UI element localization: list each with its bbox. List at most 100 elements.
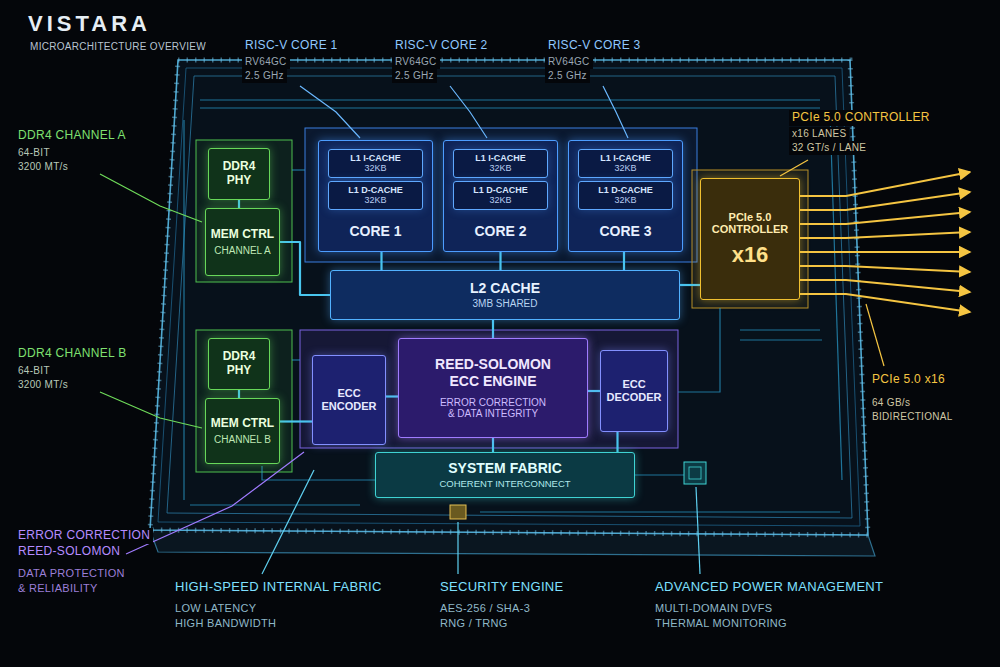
leader-line (262, 470, 314, 574)
block-detail: 32KB (364, 163, 386, 173)
bus-connector (492, 438, 494, 452)
die-outline (150, 60, 868, 535)
callout-title: RISC-V CORE 3 (545, 38, 644, 54)
security-chip (450, 505, 466, 519)
block-detail: 32KB (489, 163, 511, 173)
leader-line (866, 304, 884, 366)
callout-detail: RNG / TRNG (437, 616, 511, 631)
pcie-lane (800, 192, 970, 210)
l1-cache: L1 I-CACHE32KB (453, 149, 548, 178)
callout-detail: x16 LANES (789, 127, 849, 141)
callout-title: DDR4 CHANNEL A (15, 128, 129, 144)
callout-detail: 64-BIT (15, 364, 53, 378)
bus-connector (238, 390, 240, 398)
pcie-lane (800, 212, 970, 224)
trace (292, 169, 305, 170)
leader-line (457, 522, 458, 574)
callout-detail: 64-BIT (15, 146, 53, 160)
pcie-lane (800, 294, 970, 312)
callout-detail: 2.5 GHz (392, 69, 437, 83)
memory-controller: MEM CTRLCHANNEL B (205, 398, 280, 464)
block-detail: 32KB (489, 195, 511, 205)
block-detail: 32KB (364, 195, 386, 205)
callout-detail: 32 GT/s / LANE (789, 141, 869, 155)
trace (678, 308, 720, 392)
block-title: L1 D-CACHE (473, 185, 528, 195)
block-title: L1 D-CACHE (598, 185, 653, 195)
ddr-region (196, 140, 292, 282)
block-title: CORE 1 (349, 223, 401, 239)
l1-cache: L1 D-CACHE32KB (578, 181, 673, 210)
callout-detail: RV64GC (242, 55, 290, 69)
l1-cache: L1 I-CACHE32KB (328, 149, 423, 178)
callout-title: DDR4 CHANNEL B (15, 346, 129, 362)
callout-title: SECURITY ENGINE (437, 579, 566, 596)
leader-line (603, 86, 628, 138)
bus-connector (386, 395, 398, 397)
ecc-region (300, 330, 678, 448)
block-detail: 32KB (614, 163, 636, 173)
leader-line (450, 86, 487, 138)
callout-title: REED-SOLOMON (15, 544, 123, 560)
leader-line (100, 392, 202, 428)
block-title: L1 I-CACHE (600, 153, 651, 163)
trace (200, 99, 820, 100)
callout-detail: RV64GC (392, 55, 440, 69)
bus-connector (616, 432, 618, 452)
phy-block: DDR4 PHY (208, 338, 270, 390)
l1-cache: L1 D-CACHE32KB (328, 181, 423, 210)
callout-detail: DATA PROTECTION (15, 566, 128, 581)
pcie-lane (800, 232, 970, 238)
trace (200, 107, 820, 108)
pcie-lane (800, 172, 970, 196)
trace (830, 112, 842, 480)
block-title: CORE 3 (599, 223, 651, 239)
callout-title: HIGH-SPEED INTERNAL FABRIC (172, 579, 385, 596)
callout-detail: 64 GB/s (869, 396, 913, 410)
block-title: L1 I-CACHE (475, 153, 526, 163)
block-title: REED-SOLOMON ECC ENGINE (426, 356, 561, 388)
block-title: ECC ENCODER (321, 387, 376, 412)
block-title: ECC DECODER (606, 378, 661, 403)
trace (190, 504, 360, 505)
pcie-lane (800, 280, 970, 292)
pcie-lanes (800, 172, 970, 312)
trace (635, 474, 684, 475)
bus-connector (680, 284, 700, 286)
block-title: SYSTEM FABRIC (448, 460, 562, 476)
leader-line (300, 86, 360, 138)
block-title: DDR4 PHY (223, 160, 256, 188)
diagram-title: VISTARA (25, 10, 154, 37)
block-detail: CHANNEL B (214, 434, 271, 446)
callout-title: PCIe 5.0 CONTROLLER (789, 110, 933, 126)
block-title: CORE 2 (474, 223, 526, 239)
cpu-core: CORE 1L1 I-CACHE32KBL1 D-CACHE32KB (318, 140, 433, 252)
die-pins (150, 60, 868, 535)
bus-connector (280, 420, 312, 422)
callout-detail: 3200 MT/s (15, 378, 71, 392)
leader-line (696, 487, 700, 574)
callout-detail: AES-256 / SHA-3 (437, 601, 533, 616)
callout-detail: THERMAL MONITORING (652, 616, 790, 631)
callout-title: RISC-V CORE 2 (392, 38, 491, 54)
pcie-region (692, 170, 808, 308)
trace (480, 511, 840, 512)
trace (740, 339, 822, 340)
l1-cache: L1 D-CACHE32KB (453, 181, 548, 210)
trace (183, 120, 184, 500)
block-detail: ERROR CORRECTION & DATA INTEGRITY (438, 397, 548, 420)
bus-connector (380, 252, 382, 270)
system-fabric: SYSTEM FABRICCOHERENT INTERCONNECT (375, 452, 635, 498)
callout-title: PCIe 5.0 x16 (869, 372, 948, 388)
power-chip (684, 462, 706, 484)
trace (292, 359, 300, 360)
callout-title: RISC-V CORE 1 (242, 38, 341, 54)
power-chip-core (689, 467, 701, 479)
callout-detail: RV64GC (545, 55, 593, 69)
ecc-engine: REED-SOLOMON ECC ENGINE ERROR CORRECTION … (398, 338, 588, 438)
block-title: L1 I-CACHE (350, 153, 401, 163)
block-title: L2 CACHE (470, 280, 540, 296)
memory-controller: MEM CTRLCHANNEL A (205, 208, 280, 276)
